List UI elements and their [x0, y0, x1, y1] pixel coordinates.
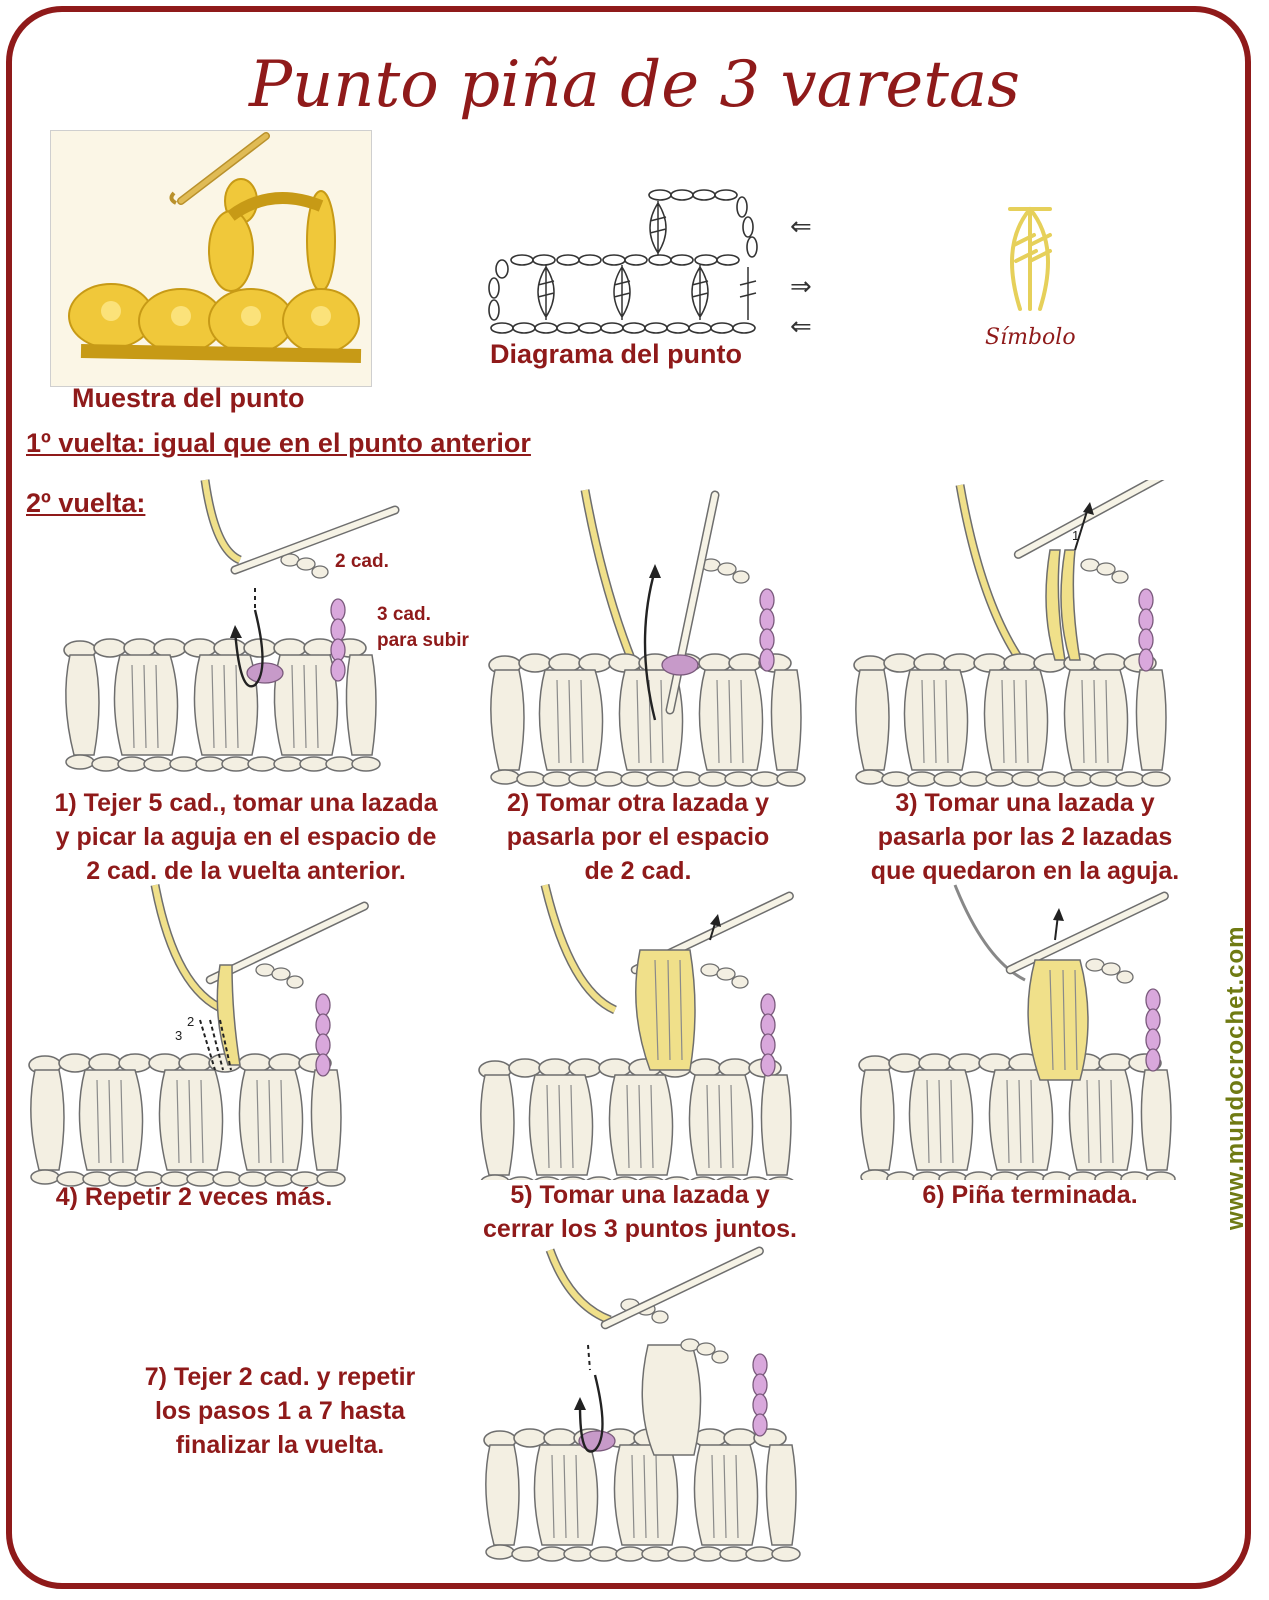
cluster-symbol — [1008, 207, 1052, 311]
diagram-arrow-left-1: ⇐ — [790, 212, 812, 242]
step1-caption: 1) Tejer 5 cad., tomar una lazada y pica… — [54, 789, 438, 885]
page-frame — [6, 6, 1251, 1589]
step3-illustration: 1 — [850, 480, 1191, 790]
diagram-arrow-left-2: ⇐ — [790, 312, 812, 342]
sample-label: Muestra del punto — [72, 383, 305, 413]
step1-illustration: 2 cad. 3 cad. para subir — [59, 479, 469, 781]
loop-number-3: 3 — [175, 1028, 182, 1043]
step4-illustration: 3 2 — [25, 884, 395, 1190]
symbol-label: Símbolo — [985, 325, 1076, 350]
diagram-bottom-chain — [490, 322, 756, 334]
step2-illustration — [484, 489, 826, 790]
row1-heading: 1º vuelta: igual que en el punto anterio… — [26, 428, 531, 458]
diagram-arrow-right: ⇒ — [790, 272, 812, 302]
two-ch-annotation: 2 cad. — [335, 551, 389, 572]
diagram-label: Diagrama del punto — [490, 339, 743, 369]
three-ch-annotation-line2: para subir — [377, 630, 469, 651]
step7-caption: 7) Tejer 2 cad. y repetir los pasos 1 a … — [144, 1363, 416, 1459]
step2-caption: 2) Tomar otra lazada y pasarla por el es… — [506, 789, 770, 885]
sample-photo — [50, 130, 372, 387]
step6-illustration — [855, 884, 1196, 1180]
watermark: www.mundocrochet.com — [1222, 925, 1249, 1230]
step5-caption: 5) Tomar una lazada y cerrar los 3 punto… — [483, 1181, 797, 1243]
loop-number-1: 1 — [1072, 528, 1079, 543]
loop-number-2: 2 — [187, 1014, 194, 1029]
step3-caption: 3) Tomar una lazada y pasarla por las 2 … — [870, 789, 1180, 885]
step4-caption: 4) Repetir 2 veces más. — [55, 1183, 333, 1211]
step5-illustration — [474, 883, 816, 1180]
step6-caption: 6) Piña terminada. — [922, 1181, 1138, 1209]
stitch-diagram: ⇐ ⇒ ⇐ — [488, 189, 812, 342]
row2-heading: 2º vuelta: — [26, 488, 146, 518]
three-ch-annotation-line1: 3 cad. — [377, 604, 431, 625]
page-title: Punto piña de 3 varetas — [249, 48, 1020, 122]
sample-photo-illustration — [68, 132, 362, 363]
step7-illustration — [479, 1245, 821, 1571]
